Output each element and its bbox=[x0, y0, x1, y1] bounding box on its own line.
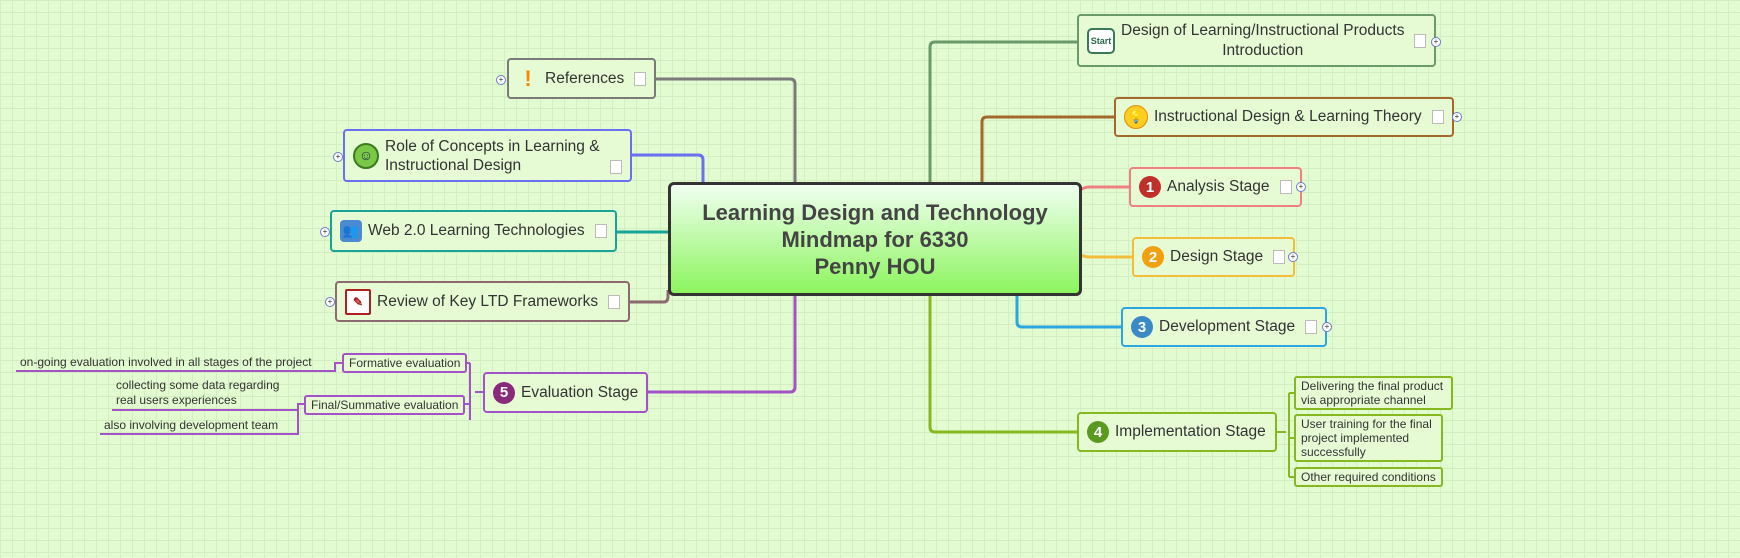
topic-label: References bbox=[545, 69, 625, 87]
topic-label: Design Stage bbox=[1170, 248, 1264, 265]
note-icon[interactable] bbox=[608, 294, 621, 309]
number-4-icon: 4 bbox=[1087, 421, 1109, 443]
topic-design-introduction[interactable]: Start Design of Learning/Instructional P… bbox=[1077, 14, 1437, 67]
expand-icon[interactable]: + bbox=[320, 227, 330, 237]
expand-icon[interactable]: + bbox=[496, 75, 506, 85]
number-2-icon: 2 bbox=[1142, 246, 1164, 268]
users-icon: 👥 bbox=[340, 220, 362, 242]
subtopic-other-conditions[interactable]: Other required conditions bbox=[1294, 467, 1443, 487]
central-line-2: Mindmap for 6330 bbox=[781, 226, 969, 252]
exclamation-icon: ! bbox=[524, 65, 532, 91]
subtopic-formative[interactable]: Formative evaluation bbox=[342, 353, 468, 373]
topic-label: Analysis Stage bbox=[1167, 178, 1270, 195]
leaf-collecting-2[interactable]: real users experiences bbox=[116, 393, 237, 407]
topic-evaluation-stage[interactable]: 5 Evaluation Stage bbox=[483, 372, 649, 413]
expand-icon[interactable]: + bbox=[1452, 112, 1462, 122]
smiley-icon: ☺ bbox=[353, 142, 379, 169]
topic-analysis-stage[interactable]: 1 Analysis Stage bbox=[1129, 167, 1302, 207]
topic-label: Evaluation Stage bbox=[521, 383, 639, 401]
leaf-ongoing[interactable]: on-going evaluation involved in all stag… bbox=[20, 355, 312, 369]
topic-label: Role of Concepts in Learning &Instructio… bbox=[385, 137, 600, 174]
note-icon[interactable] bbox=[1431, 110, 1444, 124]
number-1-icon: 1 bbox=[1139, 176, 1161, 198]
central-line-3: Penny HOU bbox=[814, 253, 936, 279]
subtopic-summative[interactable]: Final/Summative evaluation bbox=[304, 395, 466, 415]
topic-label: Review of Key LTD Frameworks bbox=[377, 292, 599, 310]
note-icon[interactable] bbox=[1305, 320, 1318, 334]
topic-label: Instructional Design & Learning Theory bbox=[1154, 108, 1422, 125]
expand-icon[interactable]: + bbox=[1431, 37, 1441, 47]
central-topic[interactable]: Learning Design and Technology Mindmap f… bbox=[668, 182, 1082, 296]
topic-references[interactable]: ! References bbox=[507, 58, 657, 99]
topic-web-2-0[interactable]: 👥 Web 2.0 Learning Technologies bbox=[330, 210, 617, 252]
topic-label: Design of Learning/Instructional Product… bbox=[1121, 21, 1405, 59]
note-icon[interactable] bbox=[594, 224, 607, 238]
note-icon[interactable] bbox=[1279, 180, 1292, 194]
number-5-icon: 5 bbox=[493, 381, 515, 404]
note-icon[interactable] bbox=[609, 160, 622, 174]
expand-icon[interactable]: + bbox=[325, 297, 335, 307]
topic-development-stage[interactable]: 3 Development Stage bbox=[1121, 307, 1328, 347]
leaf-dev-team[interactable]: also involving development team bbox=[104, 418, 279, 432]
leaf-collecting-1[interactable]: collecting some data regarding bbox=[116, 378, 280, 392]
topic-implementation-stage[interactable]: 4 Implementation Stage bbox=[1077, 412, 1277, 452]
start-icon: Start bbox=[1087, 27, 1115, 54]
topic-design-stage[interactable]: 2 Design Stage bbox=[1132, 237, 1296, 277]
note-icon[interactable] bbox=[1273, 250, 1286, 264]
topic-label: Web 2.0 Learning Technologies bbox=[368, 222, 585, 239]
topic-review-frameworks[interactable]: ✎ Review of Key LTD Frameworks bbox=[335, 281, 631, 322]
clipboard-icon: ✎ bbox=[345, 288, 371, 315]
expand-icon[interactable]: + bbox=[333, 152, 343, 162]
topic-instructional-design[interactable]: 💡 Instructional Design & Learning Theory bbox=[1114, 97, 1454, 137]
lightbulb-icon: 💡 bbox=[1124, 105, 1148, 129]
topic-label: Implementation Stage bbox=[1115, 423, 1266, 440]
topic-label: Development Stage bbox=[1159, 318, 1296, 335]
topic-role-of-concepts[interactable]: ☺ Role of Concepts in Learning &Instruct… bbox=[343, 129, 632, 182]
number-3-icon: 3 bbox=[1131, 316, 1153, 338]
note-icon[interactable] bbox=[1414, 33, 1427, 48]
central-line-1: Learning Design and Technology bbox=[702, 199, 1048, 225]
note-icon[interactable] bbox=[634, 71, 647, 86]
expand-icon[interactable]: + bbox=[1296, 182, 1306, 192]
expand-icon[interactable]: + bbox=[1322, 322, 1332, 332]
expand-icon[interactable]: + bbox=[1288, 252, 1298, 262]
